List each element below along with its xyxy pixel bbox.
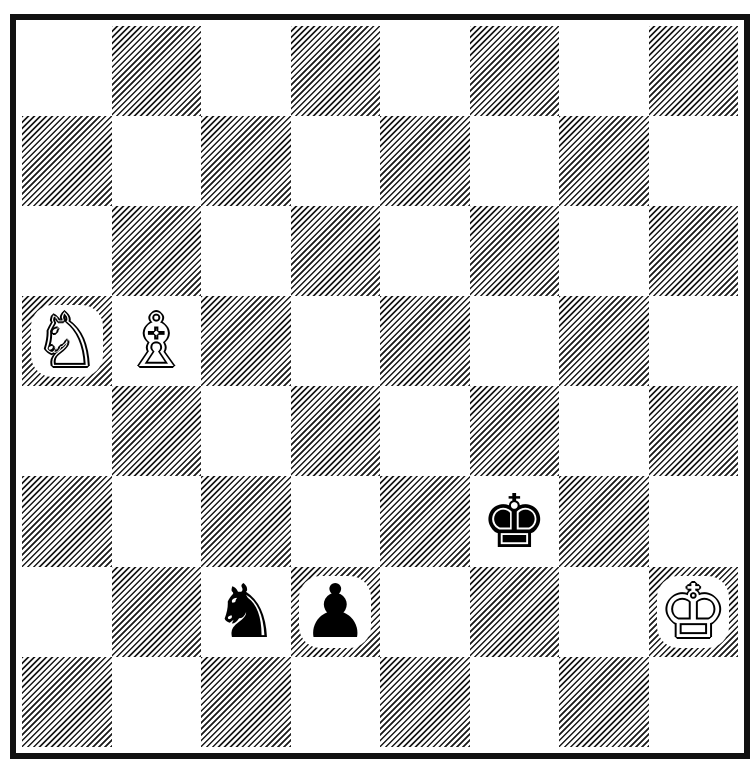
square-g6[interactable] xyxy=(559,206,649,296)
square-h5[interactable] xyxy=(649,296,739,386)
square-h8[interactable] xyxy=(649,26,739,116)
square-d3[interactable] xyxy=(291,476,381,566)
square-d6[interactable] xyxy=(291,206,381,296)
square-g3[interactable] xyxy=(559,476,649,566)
square-b8[interactable] xyxy=(112,26,202,116)
square-c2[interactable]: ♞ xyxy=(201,567,291,657)
square-b3[interactable] xyxy=(112,476,202,566)
square-g1[interactable] xyxy=(559,657,649,747)
square-a3[interactable] xyxy=(22,476,112,566)
square-f6[interactable] xyxy=(470,206,560,296)
square-d8[interactable] xyxy=(291,26,381,116)
square-e3[interactable] xyxy=(380,476,470,566)
square-f4[interactable] xyxy=(470,386,560,476)
square-f1[interactable] xyxy=(470,657,560,747)
square-e4[interactable] xyxy=(380,386,470,476)
square-e1[interactable] xyxy=(380,657,470,747)
square-c5[interactable] xyxy=(201,296,291,386)
square-g8[interactable] xyxy=(559,26,649,116)
square-g5[interactable] xyxy=(559,296,649,386)
square-h7[interactable] xyxy=(649,116,739,206)
white-knight-icon[interactable]: ♘ xyxy=(22,296,112,386)
square-a5[interactable]: ♘ xyxy=(22,296,112,386)
square-c4[interactable] xyxy=(201,386,291,476)
chessboard-frame: ♘♗ ♚ ♞♟ ♔ xyxy=(10,14,750,759)
square-b2[interactable] xyxy=(112,567,202,657)
black-knight-icon[interactable]: ♞ xyxy=(201,567,291,657)
square-d5[interactable] xyxy=(291,296,381,386)
square-a4[interactable] xyxy=(22,386,112,476)
square-d1[interactable] xyxy=(291,657,381,747)
square-e7[interactable] xyxy=(380,116,470,206)
square-f5[interactable] xyxy=(470,296,560,386)
black-pawn-icon[interactable]: ♟ xyxy=(291,567,381,657)
square-e6[interactable] xyxy=(380,206,470,296)
square-f2[interactable] xyxy=(470,567,560,657)
square-a2[interactable] xyxy=(22,567,112,657)
square-c3[interactable] xyxy=(201,476,291,566)
square-h4[interactable] xyxy=(649,386,739,476)
square-b4[interactable] xyxy=(112,386,202,476)
square-h1[interactable] xyxy=(649,657,739,747)
square-b6[interactable] xyxy=(112,206,202,296)
square-b1[interactable] xyxy=(112,657,202,747)
square-h2[interactable]: ♔ xyxy=(649,567,739,657)
square-a6[interactable] xyxy=(22,206,112,296)
square-d2[interactable]: ♟ xyxy=(291,567,381,657)
square-b5[interactable]: ♗ xyxy=(112,296,202,386)
square-f7[interactable] xyxy=(470,116,560,206)
square-h6[interactable] xyxy=(649,206,739,296)
square-a8[interactable] xyxy=(22,26,112,116)
square-d7[interactable] xyxy=(291,116,381,206)
square-f3[interactable]: ♚ xyxy=(470,476,560,566)
white-king-icon[interactable]: ♔ xyxy=(649,567,739,657)
square-c8[interactable] xyxy=(201,26,291,116)
black-king-icon[interactable]: ♚ xyxy=(470,476,560,566)
square-e2[interactable] xyxy=(380,567,470,657)
chessboard: ♘♗ ♚ ♞♟ ♔ xyxy=(22,26,738,747)
square-a1[interactable] xyxy=(22,657,112,747)
square-e5[interactable] xyxy=(380,296,470,386)
square-g2[interactable] xyxy=(559,567,649,657)
square-d4[interactable] xyxy=(291,386,381,476)
white-bishop-icon[interactable]: ♗ xyxy=(112,296,202,386)
square-h3[interactable] xyxy=(649,476,739,566)
square-c7[interactable] xyxy=(201,116,291,206)
square-c6[interactable] xyxy=(201,206,291,296)
square-e8[interactable] xyxy=(380,26,470,116)
square-g4[interactable] xyxy=(559,386,649,476)
square-f8[interactable] xyxy=(470,26,560,116)
square-g7[interactable] xyxy=(559,116,649,206)
square-a7[interactable] xyxy=(22,116,112,206)
square-c1[interactable] xyxy=(201,657,291,747)
square-b7[interactable] xyxy=(112,116,202,206)
